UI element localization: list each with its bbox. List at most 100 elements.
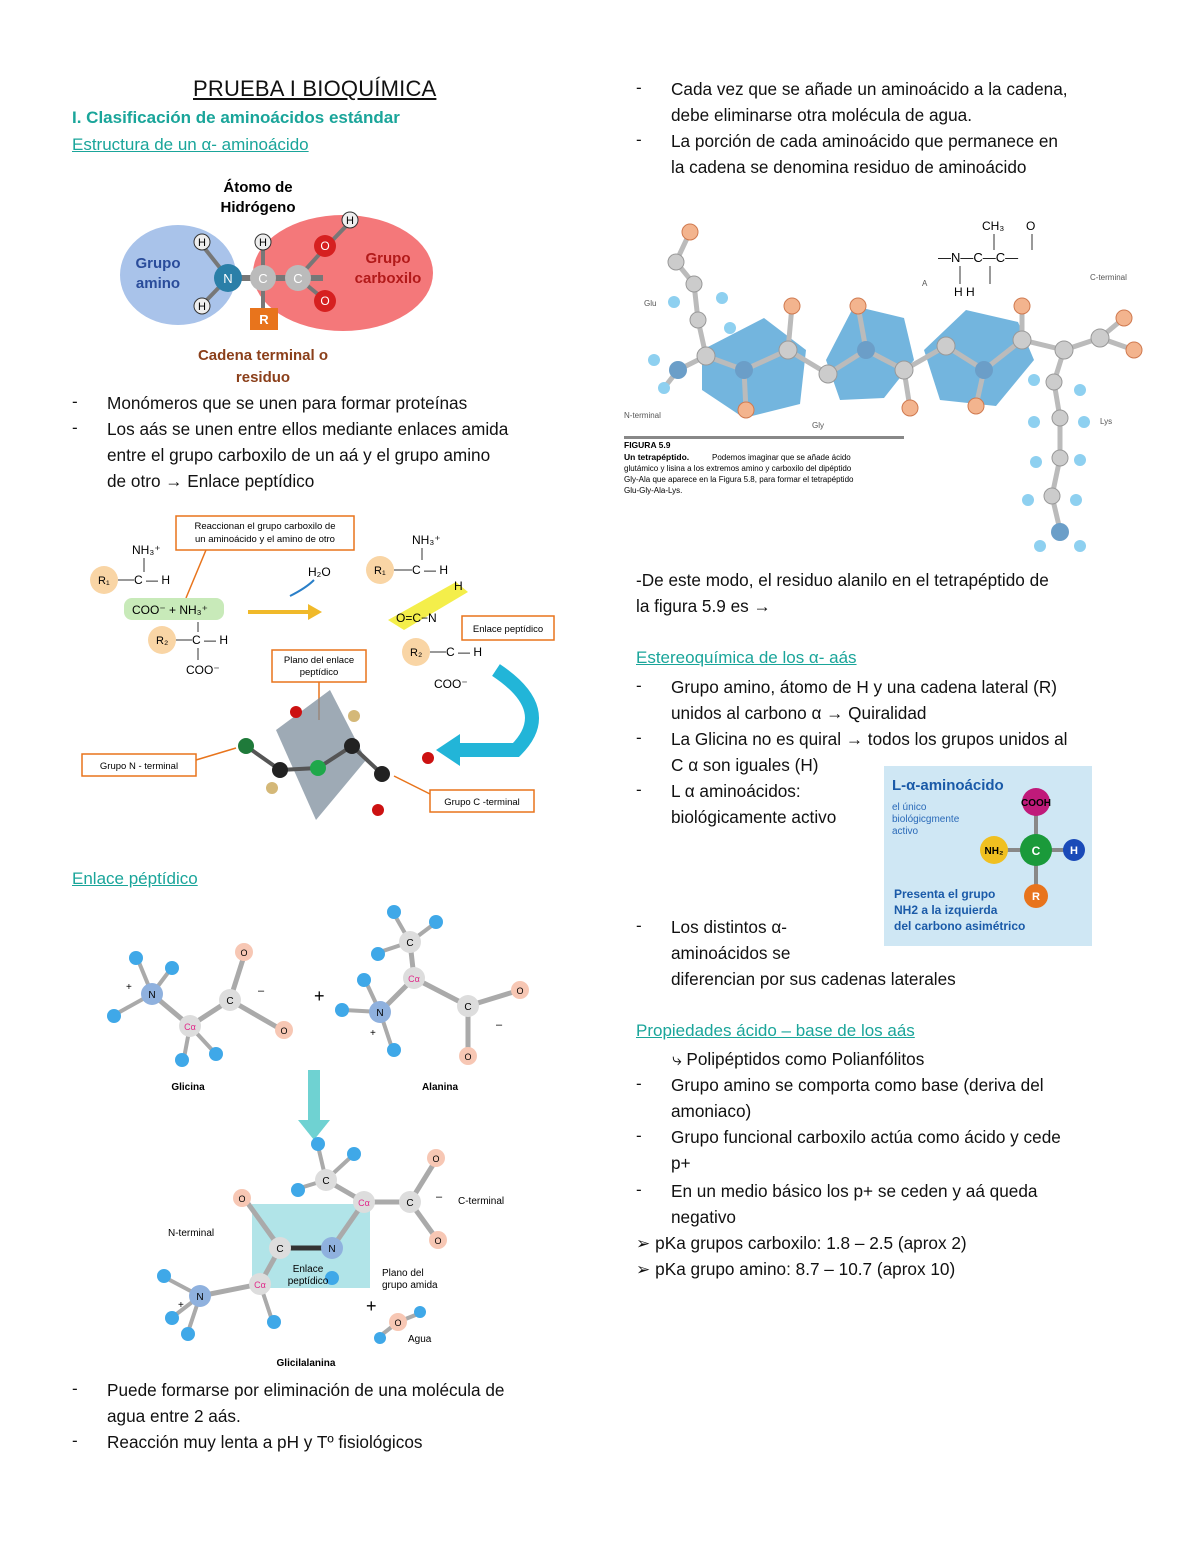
section-heading-classification: I. Clasificación de aminoácidos estándar (72, 108, 400, 127)
svg-text:COO⁻ + NH₃⁺: COO⁻ + NH₃⁺ (132, 603, 208, 617)
svg-text:Lys: Lys (1100, 417, 1112, 426)
subheading-alpha-structure: Estructura de un α- aminoácido (72, 135, 309, 154)
svg-text:R₂: R₂ (410, 647, 422, 659)
svg-text:un aminoácido y el amino de ot: un aminoácido y el amino de otro (195, 534, 335, 545)
bullet-elimination-2: agua entre 2 aás. (107, 1406, 241, 1426)
subheading-acid-base: Propiedades ácido – base de los aás (636, 1021, 915, 1040)
bullet-slow-reaction: Reacción muy lenta a pH y Tº fisiológico… (107, 1432, 423, 1452)
r-group-box (250, 308, 278, 330)
stereo-line-7: Los distintos α- (671, 917, 787, 937)
svg-text:N-terminal: N-terminal (168, 1228, 214, 1239)
svg-text:O: O (1026, 219, 1035, 233)
svg-text:C: C (258, 271, 267, 286)
svg-text:Glicilalanina: Glicilalanina (277, 1358, 336, 1369)
svg-text:C: C (276, 1244, 283, 1255)
stereo-line-5: L α aminoácidos: (671, 781, 801, 801)
svg-text:O=C−N: O=C−N (396, 611, 437, 625)
svg-text:O: O (320, 294, 329, 308)
svg-text:N: N (196, 1292, 203, 1303)
svg-text:O: O (432, 1154, 439, 1164)
svg-text:N: N (376, 1008, 383, 1019)
svg-text:Cα: Cα (408, 974, 420, 984)
stereo-line-6: biológicamente activo (671, 807, 837, 827)
bullet-monomers: Monómeros que se unen para formar proteí… (107, 393, 468, 413)
svg-text:Cα: Cα (184, 1022, 196, 1032)
svg-text:peptídico: peptídico (288, 1276, 329, 1287)
acid-line-5: En un medio básico los p+ se ceden y aá … (671, 1181, 1038, 1201)
svg-text:H: H (198, 237, 206, 249)
svg-text:R₁: R₁ (374, 565, 386, 577)
svg-text:Glu: Glu (644, 299, 656, 308)
label-h-atom-1: Átomo de (223, 179, 292, 196)
svg-text:O: O (394, 1318, 401, 1328)
svg-text:Plano del: Plano del (382, 1268, 424, 1279)
svg-text:Gly-Ala que aparece en la Figu: Gly-Ala que aparece en la Figura 5.8, pa… (624, 475, 854, 484)
svg-text:H: H (198, 301, 206, 313)
svg-text:N: N (148, 990, 155, 1001)
svg-text:glutámico y lisina a los extre: glutámico y lisina a los extremos amino … (624, 464, 852, 473)
svg-text:H: H (346, 215, 354, 227)
svg-text:Glicina: Glicina (171, 1082, 205, 1093)
label-h-atom-2: Hidrógeno (221, 199, 296, 216)
svg-text:R₂: R₂ (156, 635, 168, 647)
svg-text:C-terminal: C-terminal (458, 1196, 504, 1207)
svg-text:biológicgmente: biológicgmente (892, 814, 960, 825)
figure-l-alpha-aminoacid: L-α-aminoácido el único biológicgmente a… (884, 766, 1092, 946)
svg-text:C: C (322, 1176, 329, 1187)
svg-text:L-α-aminoácido: L-α-aminoácido (892, 777, 1004, 794)
bullet-elimination-1: Puede formarse por eliminación de una mo… (107, 1380, 505, 1400)
svg-text:C-terminal: C-terminal (1090, 273, 1127, 282)
svg-text:C: C (406, 1198, 413, 1209)
stereo-line-9: diferencian por sus cadenas laterales (671, 969, 956, 989)
svg-text:+: + (178, 1300, 184, 1311)
svg-text:C: C (464, 1002, 471, 1013)
svg-text:O: O (516, 986, 523, 996)
svg-text:C — H: C — H (192, 633, 228, 647)
acid-line-4: p+ (671, 1153, 691, 1173)
acid-arrow-line: ⤷ Polipéptidos como Polianfólitos (672, 1049, 925, 1069)
page-title: PRUEBA I BIOQUÍMICA (193, 76, 437, 101)
svg-text:carboxilo: carboxilo (355, 270, 422, 287)
stereo-line-4: C α son iguales (H) (671, 755, 819, 775)
bullet-amide-1: Los aás se unen entre ellos mediante enl… (107, 419, 509, 439)
bullet-residue-2: la cadena se denomina residuo de aminoác… (671, 157, 1027, 177)
svg-text:Enlace peptídico: Enlace peptídico (473, 624, 543, 635)
svg-text:Podemos imaginar que se añade: Podemos imaginar que se añade ácido (712, 453, 851, 462)
acid-line-6: negativo (671, 1207, 736, 1227)
para-alanyl-2: la figura 5.9 es → (636, 596, 771, 616)
svg-text:+: + (314, 986, 325, 1006)
svg-text:amino: amino (136, 275, 180, 292)
svg-text:Gly: Gly (812, 421, 824, 430)
bullet-water-removal-1: Cada vez que se añade un aminoácido a la… (671, 79, 1068, 99)
svg-text:H: H (259, 237, 267, 249)
svg-text:COO⁻: COO⁻ (186, 663, 220, 677)
svg-text:C — H: C — H (412, 563, 448, 577)
svg-text:NH₃⁺: NH₃⁺ (132, 543, 161, 557)
svg-text:N: N (328, 1244, 335, 1255)
figure-alpha-aminoacid: Átomo de Hidrógeno Grupo amino Grupo car… (120, 179, 433, 386)
svg-text:Cadena terminal o: Cadena terminal o (198, 347, 328, 364)
acid-line-3: Grupo funcional carboxilo actúa como áci… (671, 1127, 1061, 1147)
svg-text:O: O (434, 1236, 441, 1246)
stereo-line-3: La Glicina no es quiral → todos los grup… (671, 729, 1068, 749)
subheading-peptide-bond: Enlace péptídico (72, 869, 198, 888)
svg-text:–: – (496, 1019, 503, 1031)
svg-text:C — H: C — H (134, 573, 170, 587)
svg-text:Cα: Cα (254, 1280, 266, 1290)
para-alanyl-1: -De este modo, el residuo alanilo en el … (636, 570, 1049, 590)
svg-text:NH2 a la izquierda: NH2 a la izquierda (894, 903, 998, 917)
pka-amino: ➢ pKa grupo amino: 8.7 – 10.7 (aprox 10) (636, 1259, 956, 1279)
svg-text:COO⁻: COO⁻ (434, 677, 468, 691)
svg-text:NH₃⁺: NH₃⁺ (412, 533, 441, 547)
svg-text:O: O (280, 1026, 287, 1036)
svg-text:Cα: Cα (358, 1198, 370, 1208)
stereo-line-8: aminoácidos se (671, 943, 791, 963)
svg-text:R: R (1032, 891, 1040, 903)
acid-line-2: amoniaco) (671, 1101, 752, 1121)
figure-tetrapeptide: Glu Gly Lys N-terminal C-terminal A CH₃ … (624, 219, 1143, 552)
svg-text:activo: activo (892, 826, 919, 837)
svg-text:Enlace: Enlace (293, 1264, 324, 1275)
pka-carboxyl: ➢ pKa grupos carboxilo: 1.8 – 2.5 (aprox… (636, 1233, 967, 1253)
svg-text:O: O (464, 1052, 471, 1062)
svg-text:Grupo N - terminal: Grupo N - terminal (100, 761, 178, 772)
